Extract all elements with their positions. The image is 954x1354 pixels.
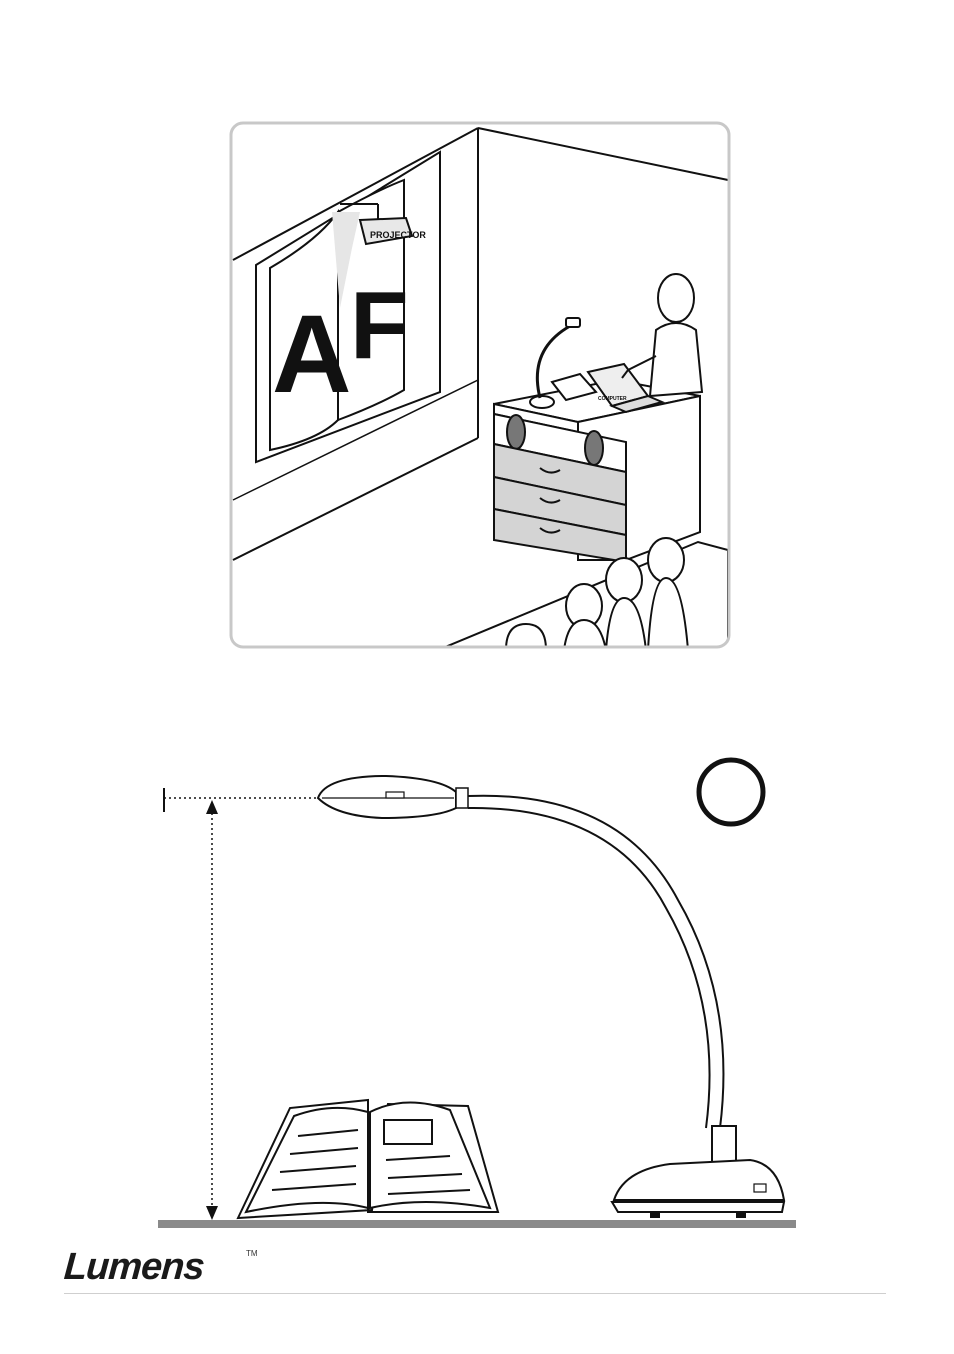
left-speaker-icon (507, 415, 525, 449)
arrow-down-icon (206, 1206, 218, 1220)
audience-head-3 (606, 558, 642, 602)
right-wall-top-edge (478, 128, 728, 180)
base-foot-left (650, 1212, 660, 1218)
presenter-body (650, 323, 702, 396)
callout-circle (699, 760, 763, 824)
open-book-left-page (246, 1108, 368, 1212)
lumens-logo: Lumens (62, 1246, 205, 1289)
camera-base-foot (612, 1202, 784, 1212)
book-picture-box (384, 1120, 432, 1144)
screen-letter-f: F (350, 272, 409, 379)
presenter-head (658, 274, 694, 322)
table-surface (158, 1220, 796, 1228)
computer-label: COMPUTER (598, 396, 627, 402)
trademark-mark: TM (246, 1249, 258, 1258)
document-camera-diagram (150, 750, 810, 1240)
neck-collar (712, 1126, 736, 1162)
audience-head-4 (648, 538, 684, 582)
projector-label: PROJECTOR (370, 230, 426, 240)
gooseneck-joint (456, 788, 468, 808)
base-port-icon (754, 1184, 766, 1192)
gooseneck-outer (468, 796, 723, 1128)
footer-divider (64, 1293, 886, 1294)
right-speaker-icon (585, 431, 603, 465)
camera-head-button (386, 792, 404, 798)
gooseneck-inner (468, 808, 710, 1128)
camera-base (614, 1160, 784, 1200)
doc-camera-head (566, 318, 580, 327)
doc-camera-base (530, 396, 554, 408)
classroom-scene-illustration: PROJECTOR A F COMPUTER (228, 120, 732, 650)
screen-letter-a: A (272, 293, 351, 416)
base-foot-right (736, 1212, 746, 1218)
arrow-up-icon (206, 800, 218, 814)
